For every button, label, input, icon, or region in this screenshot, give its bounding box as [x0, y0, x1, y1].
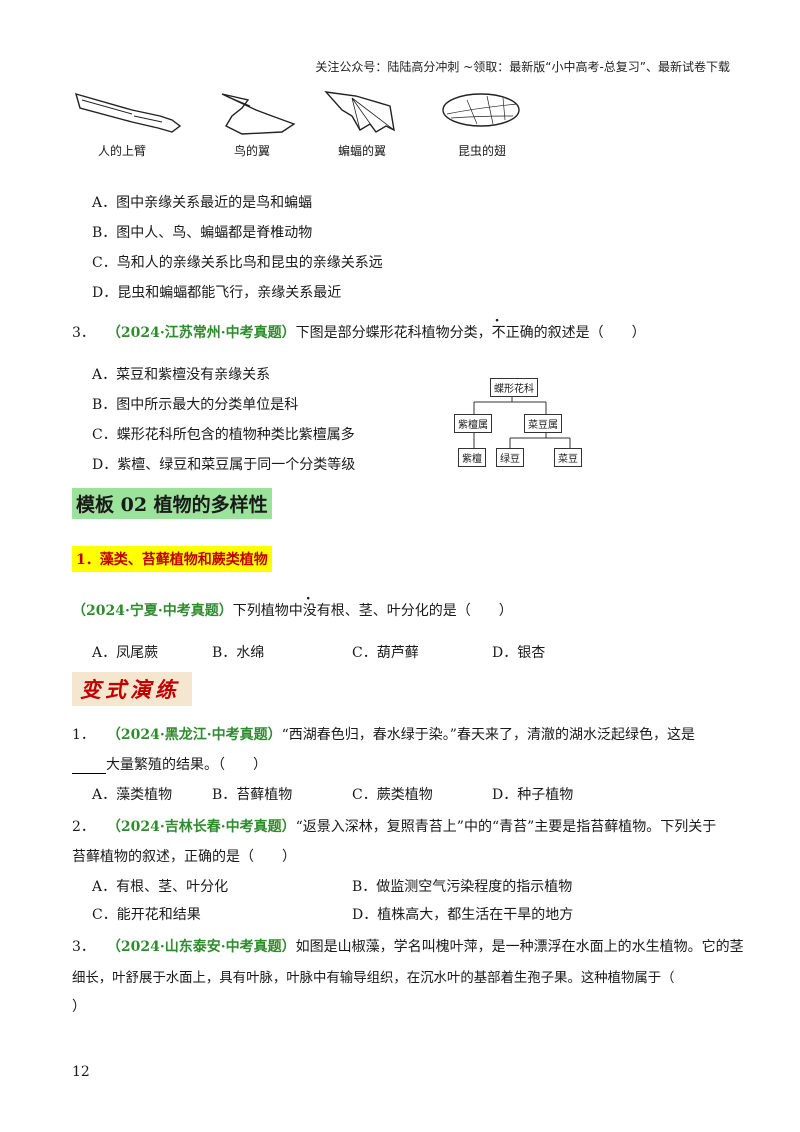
caption-human-arm: 人的上臂	[97, 144, 146, 158]
example-text-after: 根、茎、叶分化的是（ ）	[330, 603, 513, 619]
v3-stem-line2: 细长，叶舒展于水面上，具有叶脉，叶脉中有输导组织，在沉水叶的基部着生孢子果。这种…	[72, 971, 675, 986]
caption-bird-wing: 鸟的翼	[233, 144, 270, 158]
figure-human-arm: 人的上臂	[72, 86, 182, 159]
tree-node-caidou: 菜豆	[554, 448, 582, 467]
q3-option-d: D．紫檀、绿豆和菜豆属于同一个分类等级	[92, 457, 356, 473]
v3-text: 如图是山椒藻，学名叫槐叶萍，是一种漂浮在水面上的水生植物。它的茎	[295, 939, 744, 955]
tree-node-genus-zitan: 紫檀属	[454, 414, 492, 433]
v2-option-c: C．能开花和结果	[92, 907, 201, 923]
v1-stem: 1． （2024·黑龙江·中考真题）“西湖春色归，春水绿于染。”春天来了，清澈的湖…	[72, 724, 695, 744]
insect-wing-image	[442, 93, 520, 127]
practice-banner: 变式演练	[72, 672, 192, 706]
tree-node-lvdou: 绿豆	[496, 448, 524, 467]
q2-option-a: A．图中亲缘关系最近的是鸟和蝙蝠	[92, 195, 313, 211]
example-option-a: A．凤尾蕨	[92, 645, 159, 661]
example-option-c: C．葫芦藓	[352, 645, 419, 661]
v1-stem-line2: 大量繁殖的结果。（ ）	[72, 754, 267, 774]
answer-blank[interactable]	[72, 759, 106, 774]
v3-stem-line3: ）	[72, 999, 86, 1015]
v2-option-d: D．植株高大，都生活在干旱的地方	[352, 907, 574, 923]
v1-text: “西湖春色归，春水绿于染。”春天来了，清澈的湖水泛起绿色，这是	[281, 727, 695, 743]
v2-option-a: A．有根、茎、叶分化	[92, 879, 229, 895]
v2-stem-line2: 苔藓植物的叙述，正确的是（ ）	[72, 849, 296, 865]
v2-source: （2024·吉林长春·中考真题）	[106, 819, 296, 835]
v3-stem: 3． （2024·山东泰安·中考真题）如图是山椒藻，学名叫槐叶萍，是一种漂浮在水面…	[72, 936, 744, 956]
v1-option-d: D．种子植物	[492, 787, 574, 803]
caption-insect-wing: 昆虫的翅	[457, 144, 506, 158]
q2-option-b: B．图中人、鸟、蝙蝠都是脊椎动物	[92, 225, 313, 241]
bat-wing-image	[324, 91, 395, 133]
human-arm-image	[74, 92, 182, 133]
example-option-d: D．银杏	[492, 645, 546, 661]
q3-text-before: 下图是部分蝶形花科植物分类，	[295, 325, 492, 341]
v3-number: 3．	[72, 939, 95, 955]
q3-option-a: A．菜豆和紫檀没有亲缘关系	[92, 367, 271, 383]
example-option-b: B．水绵	[212, 645, 265, 661]
q3-option-c: C．蝶形花科所包含的植物种类比紫檀属多	[92, 427, 355, 443]
tree-node-family: 蝶形花科	[490, 378, 538, 397]
section-title: 模板 02 植物的多样性	[72, 488, 272, 519]
v1-source: （2024·黑龙江·中考真题）	[106, 727, 282, 743]
caption-bat-wing: 蝙蝠的翼	[337, 144, 386, 158]
q3-text-after: 的叙述是（ ）	[533, 325, 646, 341]
v1-option-c: C．蕨类植物	[352, 787, 433, 803]
figure-insect-wing: 昆虫的翅	[432, 86, 532, 159]
example-emphasis: 没有	[303, 603, 331, 619]
figure-bat-wing: 蝙蝠的翼	[312, 86, 412, 159]
q2-option-d: D．昆虫和蝙蝠都能飞行，亲缘关系最近	[92, 285, 342, 301]
v3-source: （2024·山东泰安·中考真题）	[106, 939, 296, 955]
example-stem: （2024·宁夏·中考真题）下列植物中没有根、茎、叶分化的是（ ）	[72, 600, 513, 620]
bird-wing-image	[221, 93, 296, 135]
homology-figures: 人的上臂 鸟的翼 蝙蝠的翼 昆虫的翅	[72, 86, 532, 166]
q3-stem: 3． （2024·江苏常州·中考真题）下图是部分蝶形花科植物分类，不正确的叙述是（…	[72, 322, 646, 342]
example-source: （2024·宁夏·中考真题）	[72, 603, 233, 619]
page-number: 12	[72, 1064, 90, 1080]
figure-bird-wing: 鸟的翼	[202, 86, 302, 159]
q3-source: （2024·江苏常州·中考真题）	[106, 325, 296, 341]
v1-option-a: A．藻类植物	[92, 787, 173, 803]
tree-connectors	[473, 394, 571, 448]
v2-stem: 2． （2024·吉林长春·中考真题）“返景入深林，复照青苔上”中的“青苔”主要是…	[72, 816, 716, 836]
v2-option-b: B．做监测空气污染程度的指示植物	[352, 879, 573, 895]
section-subtitle: 1．藻类、苔藓植物和蕨类植物	[72, 546, 272, 572]
v2-text: “返景入深林，复照青苔上”中的“青苔”主要是指苔藓植物。下列关于	[295, 819, 717, 835]
v1-line2: 大量繁殖的结果。（ ）	[106, 757, 267, 773]
q3-emphasis: 不正确	[492, 325, 534, 341]
tree-node-genus-caidou: 菜豆属	[524, 414, 562, 433]
v1-option-b: B．苔藓植物	[212, 787, 293, 803]
classification-tree: 蝶形花科 紫檀属 菜豆属 紫檀 绿豆 菜豆	[450, 378, 590, 468]
v1-number: 1．	[72, 727, 95, 743]
q3-option-b: B．图中所示最大的分类单位是科	[92, 397, 299, 413]
example-text-before: 下列植物中	[232, 603, 303, 619]
v2-number: 2．	[72, 819, 95, 835]
q2-option-c: C．鸟和人的亲缘关系比鸟和昆虫的亲缘关系远	[92, 255, 383, 271]
page-header: 关注公众号：陆陆高分冲刺 ~领取：最新版“小中高考-总复习”、最新试卷下载	[315, 60, 730, 74]
tree-node-zitan: 紫檀	[458, 448, 486, 467]
q3-number: 3．	[72, 325, 95, 341]
